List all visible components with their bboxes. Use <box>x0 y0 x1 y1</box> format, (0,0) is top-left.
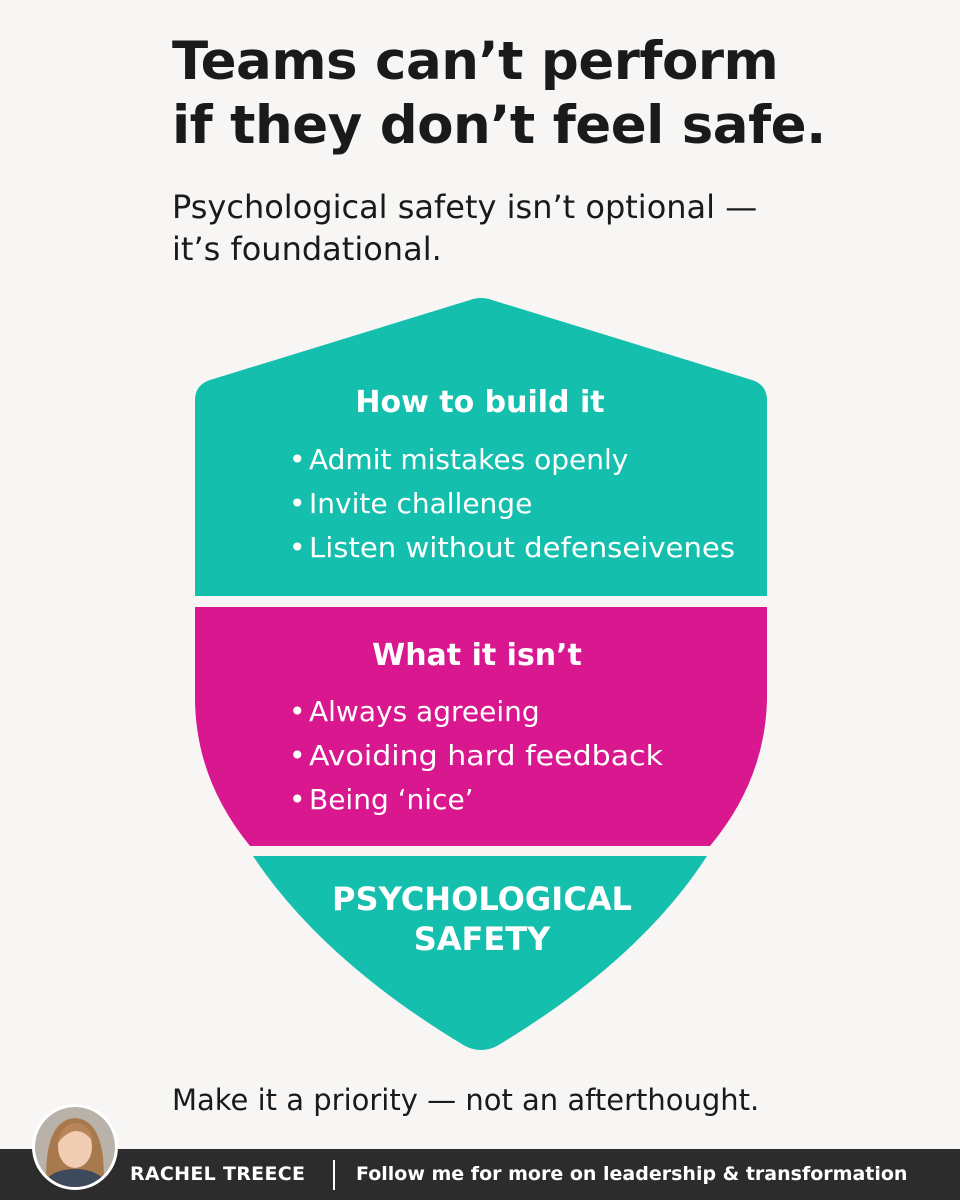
author-bar <box>0 1149 960 1200</box>
build-bullet-2: • <box>289 487 306 520</box>
build-bullet-1: • <box>289 443 306 476</box>
isnt-item-3: Being ‘nice’ <box>309 783 474 816</box>
isnt-heading: What it isn’t <box>372 638 582 673</box>
shield-top-section <box>195 298 767 596</box>
safety-label-line-1: PSYCHOLOGICAL <box>332 880 632 918</box>
build-item-1: Admit mistakes openly <box>309 443 628 476</box>
subtitle-line-1: Psychological safety isn’t optional — <box>172 188 758 226</box>
isnt-item-1: Always agreeing <box>309 695 540 728</box>
author-name: RACHEL TREECE <box>130 1163 306 1185</box>
build-item-2: Invite challenge <box>309 487 532 520</box>
build-bullet-3: • <box>289 531 306 564</box>
page-title: Teams can’t perform if they don’t feel s… <box>172 30 932 158</box>
shield-middle-section <box>195 607 767 846</box>
isnt-bullet-2: • <box>289 739 306 772</box>
footer-tagline: Make it a priority — not an afterthought… <box>172 1083 760 1117</box>
isnt-bullet-1: • <box>289 695 306 728</box>
shield-bottom-section <box>253 856 707 1050</box>
build-item-3: Listen without defenseivenes <box>309 531 735 564</box>
safety-label-line-2: SAFETY <box>414 920 551 958</box>
author-avatar <box>32 1104 118 1190</box>
title-line-2: if they don’t feel safe. <box>172 95 826 156</box>
isnt-bullet-3: • <box>289 783 306 816</box>
author-tagline: Follow me for more on leadership & trans… <box>356 1163 908 1185</box>
title-line-1: Teams can’t perform <box>172 31 779 92</box>
isnt-item-2: Avoiding hard feedback <box>309 739 664 772</box>
subtitle-line-2: it’s foundational. <box>172 230 442 268</box>
build-heading: How to build it <box>355 385 604 420</box>
page-subtitle: Psychological safety isn’t optional — it… <box>172 186 932 270</box>
bar-divider <box>333 1160 335 1190</box>
